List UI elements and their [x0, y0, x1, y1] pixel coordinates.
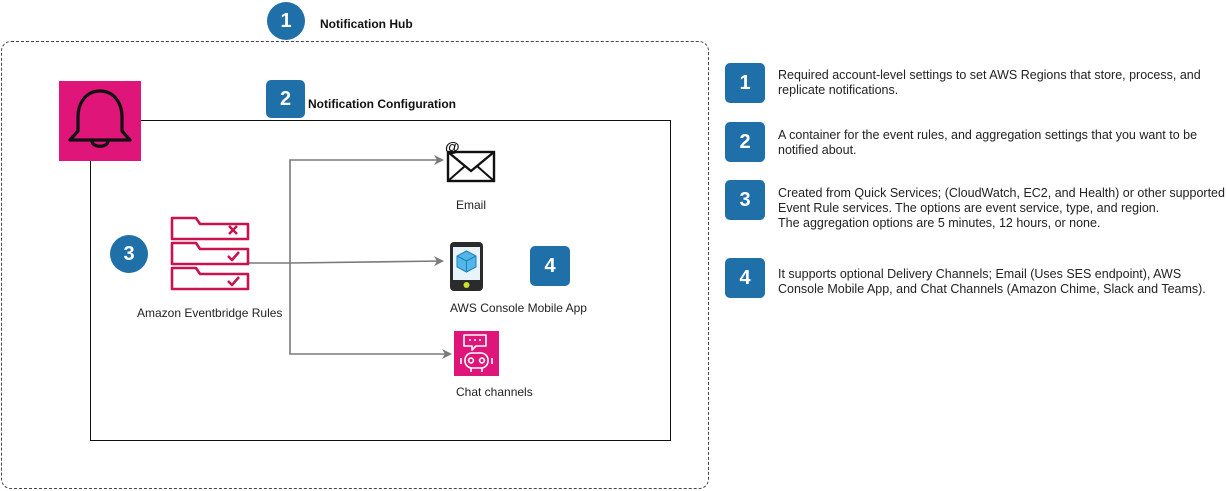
note-3-line-2: The aggregation options are 5 minutes, 1… [778, 216, 1101, 230]
note-2-badge: 2 [725, 122, 765, 162]
channels-step-badge: 4 [530, 246, 570, 286]
hub-step-badge: 1 [267, 2, 305, 40]
mobile-app-icon [449, 241, 484, 292]
note-2-line-1: A container for the event rules, and agg… [778, 128, 1198, 157]
eventbridge-rules-label: Amazon Eventbridge Rules [137, 306, 283, 320]
chat-channel-label: Chat channels [456, 385, 533, 399]
note-1-badge: 1 [725, 63, 765, 103]
svg-text:@: @ [445, 139, 460, 156]
hub-title: Notification Hub [320, 17, 413, 31]
bell-icon [59, 81, 141, 161]
note-3-badge: 3 [725, 180, 765, 220]
email-channel-label: Email [456, 198, 487, 212]
note-4-text: It supports optional Delivery Channels; … [778, 267, 1226, 297]
note-4-badge: 4 [725, 258, 765, 298]
mobile-app-channel-label: AWS Console Mobile App [450, 301, 587, 315]
note-4-line-1: It supports optional Delivery Channels; … [778, 267, 1206, 296]
eventbridge-rules-icon [170, 214, 252, 292]
note-3-line-1: Created from Quick Services; (CloudWatch… [778, 186, 1225, 215]
note-2-text: A container for the event rules, and agg… [778, 128, 1226, 158]
connector-arrows [248, 155, 452, 359]
notification-hub-container [1, 41, 709, 489]
email-envelope-icon: @ [445, 138, 497, 184]
chatbot-icon [454, 331, 499, 376]
note-1-text: Required account-level settings to set A… [778, 68, 1226, 98]
config-title: Notification Configuration [308, 97, 456, 111]
notification-configuration-box [90, 120, 671, 441]
rules-step-badge: 3 [110, 235, 148, 273]
config-step-badge: 2 [266, 80, 305, 118]
note-3-text: Created from Quick Services; (CloudWatch… [778, 186, 1226, 231]
note-1-line-1: Required account-level settings to set A… [778, 68, 1201, 97]
